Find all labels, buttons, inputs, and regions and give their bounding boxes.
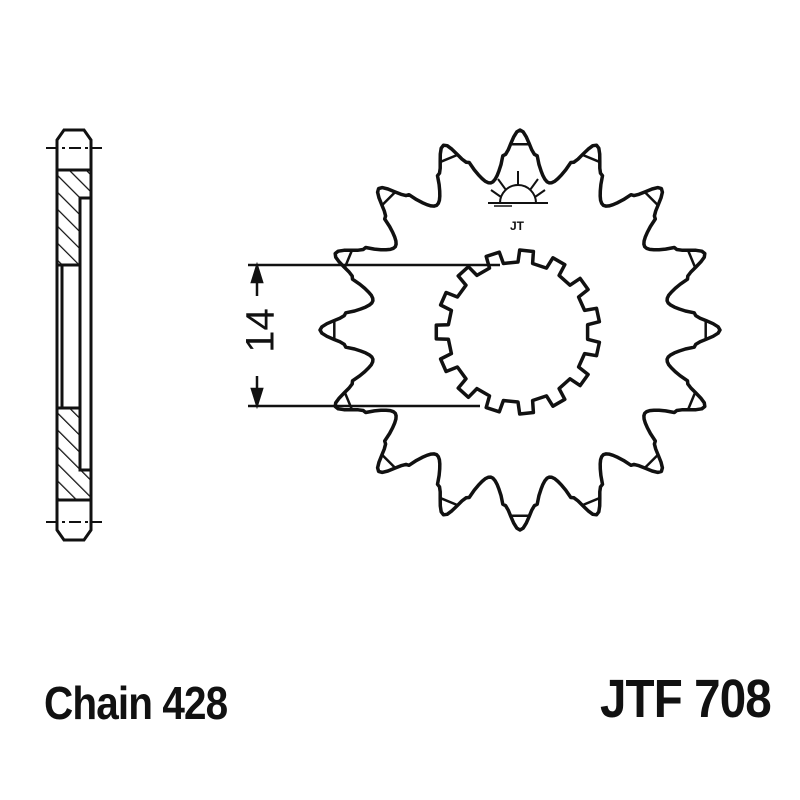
sprocket-front-view — [318, 128, 722, 532]
sun-logo-icon — [488, 171, 548, 207]
dimension-arrow-up-icon — [250, 261, 264, 284]
dimension-arrow-down-icon — [250, 387, 264, 410]
sprocket-tooth-tips — [333, 143, 707, 517]
sprocket-inner-spline — [434, 248, 602, 416]
sprocket-outer-teeth — [318, 128, 722, 532]
part-number: JTF 708 — [600, 669, 772, 729]
dimension-label: 14 — [238, 308, 283, 353]
chain-label: Chain 428 — [44, 677, 228, 729]
dimension-14 — [248, 261, 500, 410]
logo-text: JT — [510, 219, 525, 233]
sprocket-side-view — [46, 128, 102, 542]
